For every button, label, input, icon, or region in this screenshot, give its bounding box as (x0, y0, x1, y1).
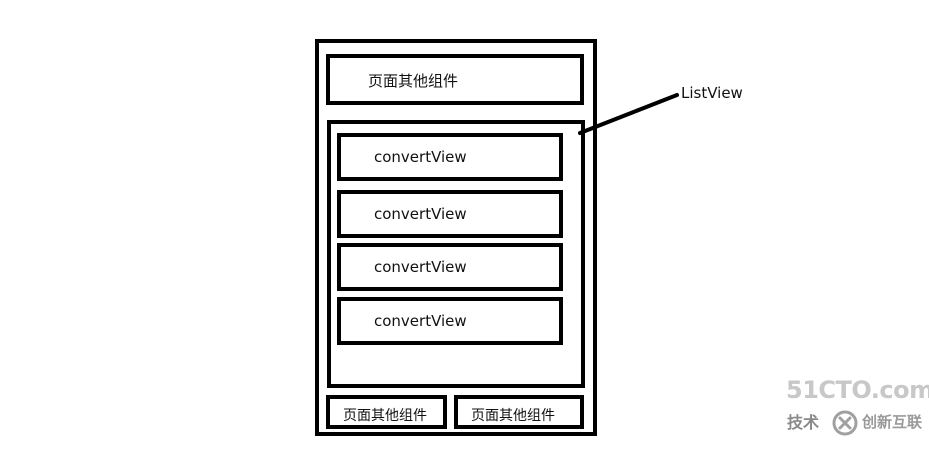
convertview-item: convertView (337, 243, 563, 291)
bottom-component-label: 页面其他组件 (471, 408, 555, 424)
convertview-label: convertView (374, 148, 467, 166)
bottom-component-box-right: 页面其他组件 (454, 395, 584, 429)
convertview-item: convertView (337, 297, 563, 345)
watermark-brand: 创新互联 (862, 413, 923, 431)
watermark-site: 51CTO.com (786, 376, 929, 404)
convertview-label: convertView (374, 258, 467, 276)
listview-label: ListView (681, 84, 743, 102)
top-component-label: 页面其他组件 (368, 72, 459, 90)
watermark: 51CTO.com 技术 创新互联 (784, 376, 929, 449)
convertview-item: convertView (337, 133, 563, 181)
bottom-component-label: 页面其他组件 (343, 408, 427, 424)
convertview-label: convertView (374, 312, 467, 330)
bottom-component-box-left: 页面其他组件 (326, 395, 447, 429)
convertview-label: convertView (374, 205, 467, 223)
brand-logo-icon (832, 410, 858, 436)
convertview-item: convertView (337, 190, 563, 238)
watermark-subtitle: 技术 (787, 413, 820, 432)
top-component-box: 页面其他组件 (326, 54, 584, 105)
watermark-logo: 创新互联 (828, 406, 926, 440)
